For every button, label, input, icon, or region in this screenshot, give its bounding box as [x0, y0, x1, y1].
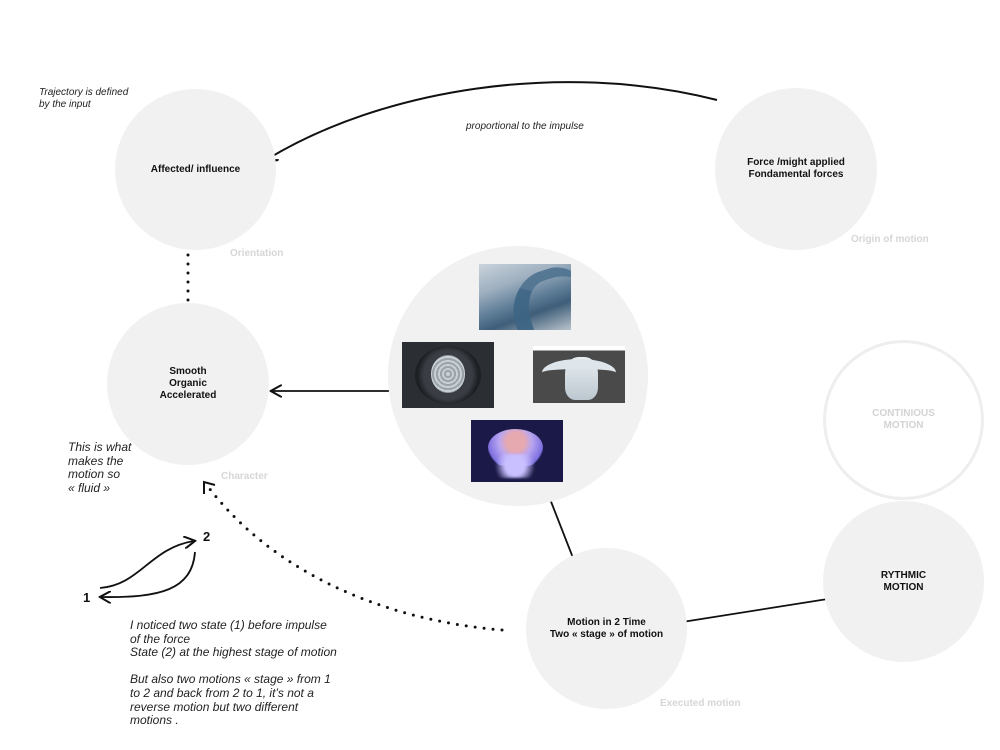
- node-executed[interactable]: Motion in 2 Time Two « stage » of motion: [526, 548, 687, 709]
- state-label-2: 2: [203, 529, 211, 544]
- node-force-label: Force /might applied Fondamental forces: [747, 157, 845, 180]
- note-fluid: This is what makes the motion so « fluid…: [68, 440, 132, 495]
- node-smooth-label: Smooth Organic Accelerated: [159, 366, 217, 401]
- note-states: I noticed two state (1) before impulse o…: [130, 618, 337, 728]
- state-2-to-1-arrow: [101, 551, 196, 597]
- note-trajectory: Trajectory is defined by the input: [39, 87, 129, 110]
- node-force[interactable]: Force /might applied Fondamental forces: [715, 88, 877, 250]
- jellyfish-photo: [471, 420, 563, 482]
- node-rhythmic-label: RYTHMIC MOTION: [880, 569, 927, 593]
- node-affected[interactable]: Affected/ influence: [115, 89, 276, 250]
- character-arrowhead: [203, 480, 216, 494]
- wave-photo: [479, 264, 571, 330]
- node-rhythmic[interactable]: RYTHMIC MOTION: [823, 501, 984, 662]
- caption-executed-motion: Executed motion: [660, 698, 741, 709]
- node-executed-label: Motion in 2 Time Two « stage » of motion: [549, 616, 664, 640]
- executed-to-character-dotted-arrow: [204, 482, 504, 632]
- caption-character: Character: [221, 471, 268, 482]
- soft-robot-photo: [533, 346, 625, 403]
- node-continuous-label: CONTINIOUS MOTION: [872, 408, 935, 431]
- caption-origin-of-motion: Origin of motion: [851, 234, 929, 245]
- note-impulse: proportional to the impulse: [466, 121, 584, 132]
- node-smooth[interactable]: Smooth Organic Accelerated: [107, 303, 269, 465]
- state-label-1: 1: [83, 590, 91, 605]
- rhythmic-to-executed-arrow: [676, 597, 835, 623]
- node-affected-label: Affected/ influence: [150, 163, 241, 175]
- state-1-to-2-arrow: [99, 541, 194, 589]
- caption-orientation: Orientation: [230, 248, 284, 259]
- speaker-photo: [402, 342, 494, 408]
- node-continuous[interactable]: CONTINIOUS MOTION: [823, 340, 984, 500]
